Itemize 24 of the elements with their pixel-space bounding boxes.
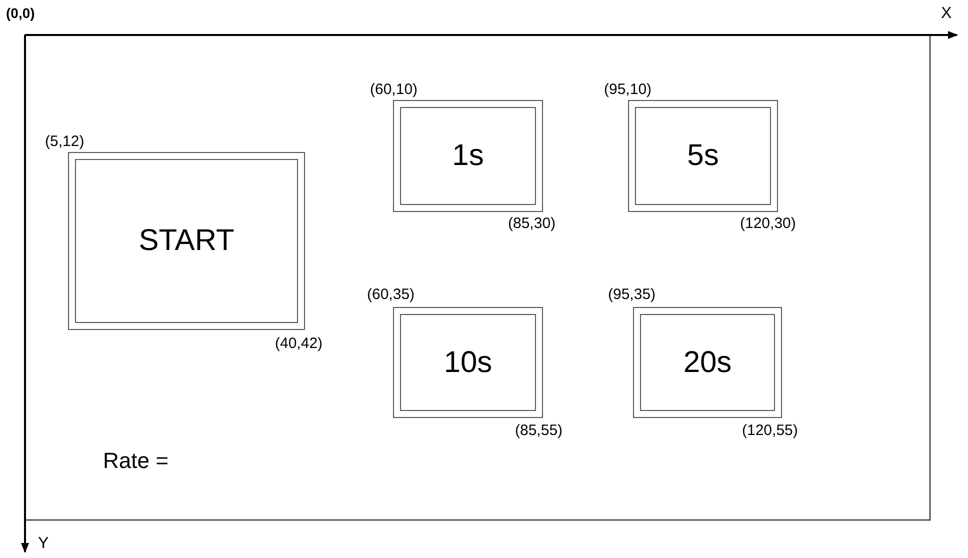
coordinate-label: (120,30) xyxy=(740,216,796,231)
double-bordered-box xyxy=(393,100,543,212)
origin-label: (0,0) xyxy=(6,6,35,20)
box-label: 10s xyxy=(444,348,492,378)
box-label: 20s xyxy=(683,348,732,378)
coordinate-label: (95,10) xyxy=(604,82,652,97)
box-label: 5s xyxy=(687,141,719,171)
coordinate-label: (60,35) xyxy=(367,287,415,302)
double-bordered-box xyxy=(68,152,305,330)
axis-label: Y xyxy=(38,536,49,552)
coordinate-label: (85,55) xyxy=(515,423,563,438)
coordinate-label: (60,10) xyxy=(370,82,418,97)
axis-label: X xyxy=(941,6,952,22)
coordinate-label: (120,55) xyxy=(742,423,798,438)
coordinate-label: (40,42) xyxy=(275,336,323,351)
double-bordered-box xyxy=(393,307,543,418)
coordinate-label: (95,35) xyxy=(608,287,656,302)
coordinate-label: (85,30) xyxy=(508,216,556,231)
coordinate-label: (5,12) xyxy=(45,134,84,149)
rate-label: Rate = xyxy=(103,450,168,472)
double-bordered-box xyxy=(628,100,778,212)
box-label: 1s xyxy=(452,141,484,171)
box-label: START xyxy=(138,226,234,256)
double-bordered-box xyxy=(633,307,782,418)
